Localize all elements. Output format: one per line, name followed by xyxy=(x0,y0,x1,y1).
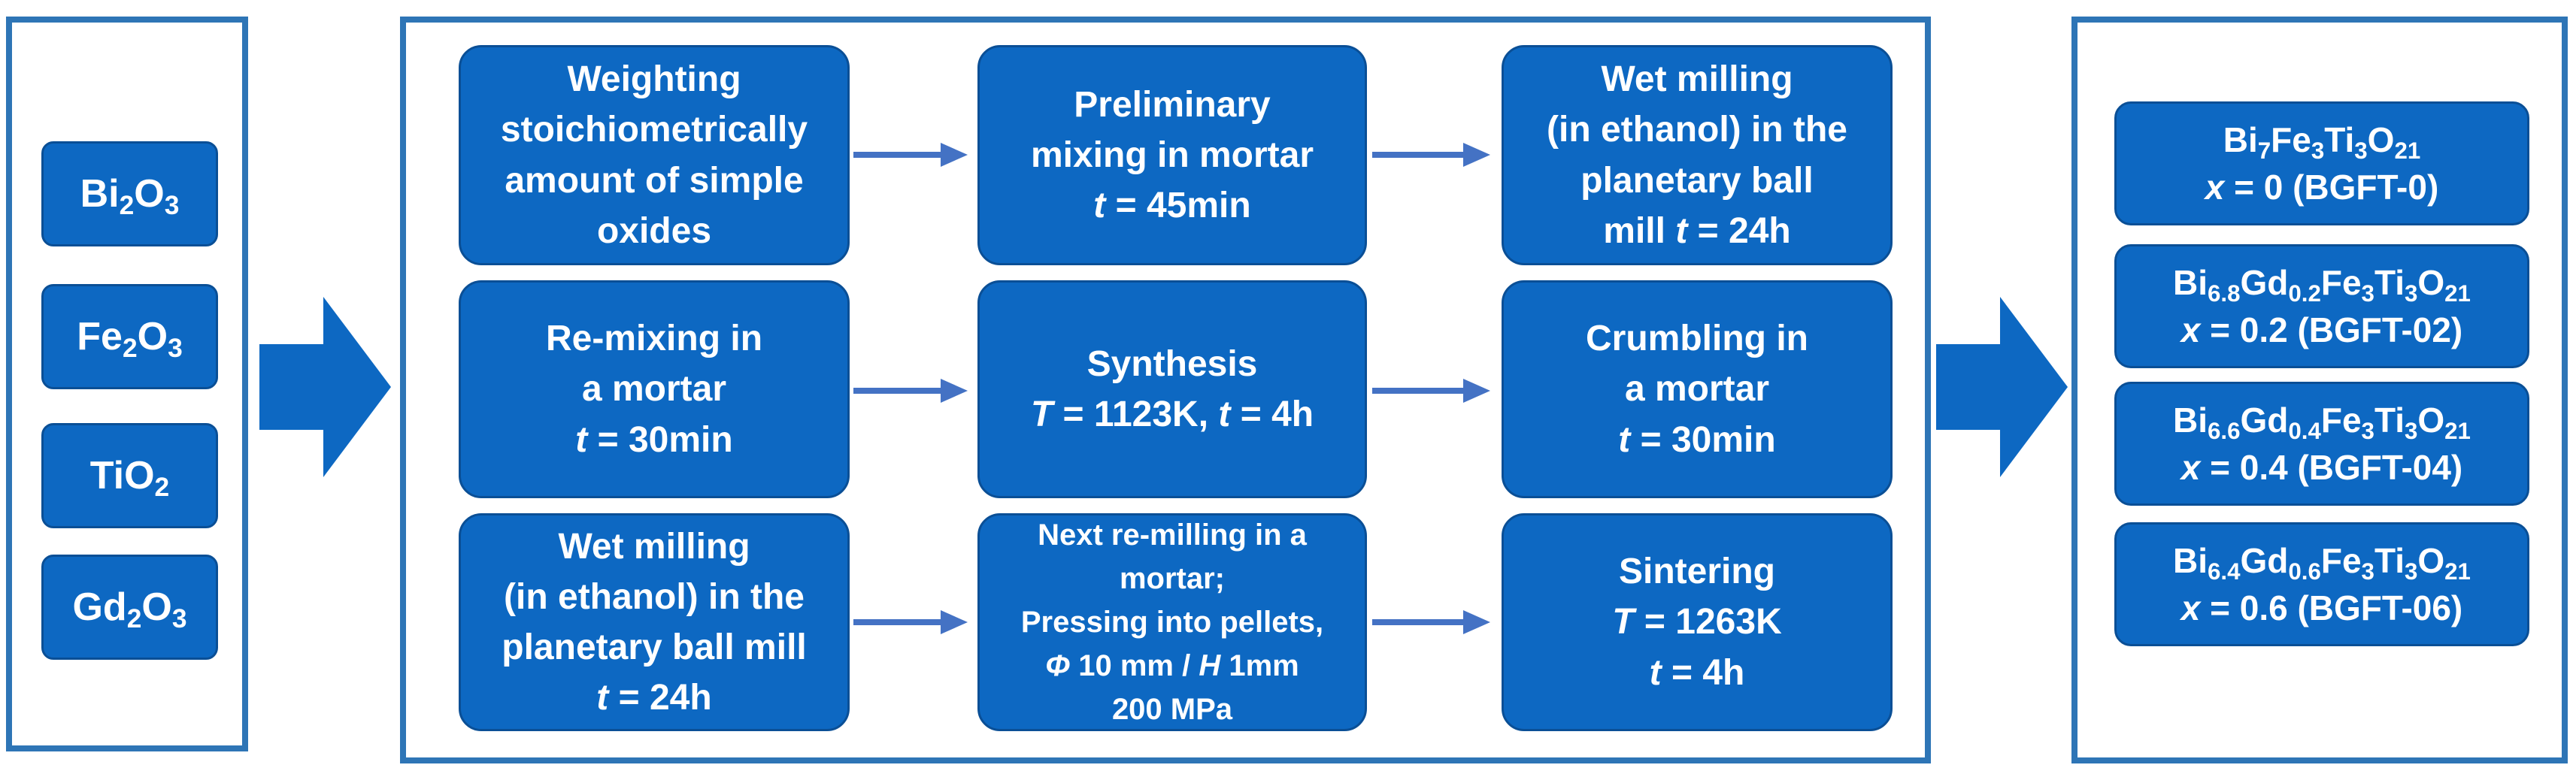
step-re-mixing: Re-mixing in a mortar t = 30min xyxy=(459,280,850,498)
oxide-box-fe2o3: Fe2O3 xyxy=(41,284,218,389)
arrow-step4-to-step5 xyxy=(853,379,968,403)
step-synthesis: Synthesis T = 1123K, t = 4h xyxy=(977,280,1367,498)
step-weighting: Weighting stoichiometrically amount of s… xyxy=(459,45,850,265)
arrow-step1-to-step2 xyxy=(853,143,968,167)
arrow-step7-to-step8 xyxy=(853,610,968,634)
oxide-box-tio2: TiO2 xyxy=(41,423,218,528)
big-arrow-right-2 xyxy=(1936,297,2068,477)
step-wet-milling-2: Wet milling (in ethanol) in the planetar… xyxy=(459,513,850,731)
step-sintering: Sintering T = 1263K t = 4h xyxy=(1502,513,1893,731)
oxide-box-bi2o3: Bi2O3 xyxy=(41,141,218,246)
arrow-step8-to-step9 xyxy=(1372,610,1490,634)
step-wet-milling-1: Wet milling (in ethanol) in the planetar… xyxy=(1502,45,1893,265)
oxide-box-gd2o3: Gd2O3 xyxy=(41,555,218,660)
product-bgft-06: Bi6.4Gd0.6Fe3Ti3O21 x = 0.6 (BGFT-06) xyxy=(2114,522,2529,646)
arrow-step5-to-step6 xyxy=(1372,379,1490,403)
step-crumbling: Crumbling in a mortar t = 30min xyxy=(1502,280,1893,498)
arrow-step2-to-step3 xyxy=(1372,143,1490,167)
product-bgft-04: Bi6.6Gd0.4Fe3Ti3O21 x = 0.4 (BGFT-04) xyxy=(2114,382,2529,506)
step-pressing: Next re-milling in a mortar; Pressing in… xyxy=(977,513,1367,731)
product-bgft-0: Bi7Fe3Ti3O21 x = 0 (BGFT-0) xyxy=(2114,101,2529,225)
step-preliminary-mixing: Preliminary mixing in mortar t = 45min xyxy=(977,45,1367,265)
product-bgft-02: Bi6.8Gd0.2Fe3Ti3O21 x = 0.2 (BGFT-02) xyxy=(2114,244,2529,368)
big-arrow-right-1 xyxy=(259,297,391,477)
